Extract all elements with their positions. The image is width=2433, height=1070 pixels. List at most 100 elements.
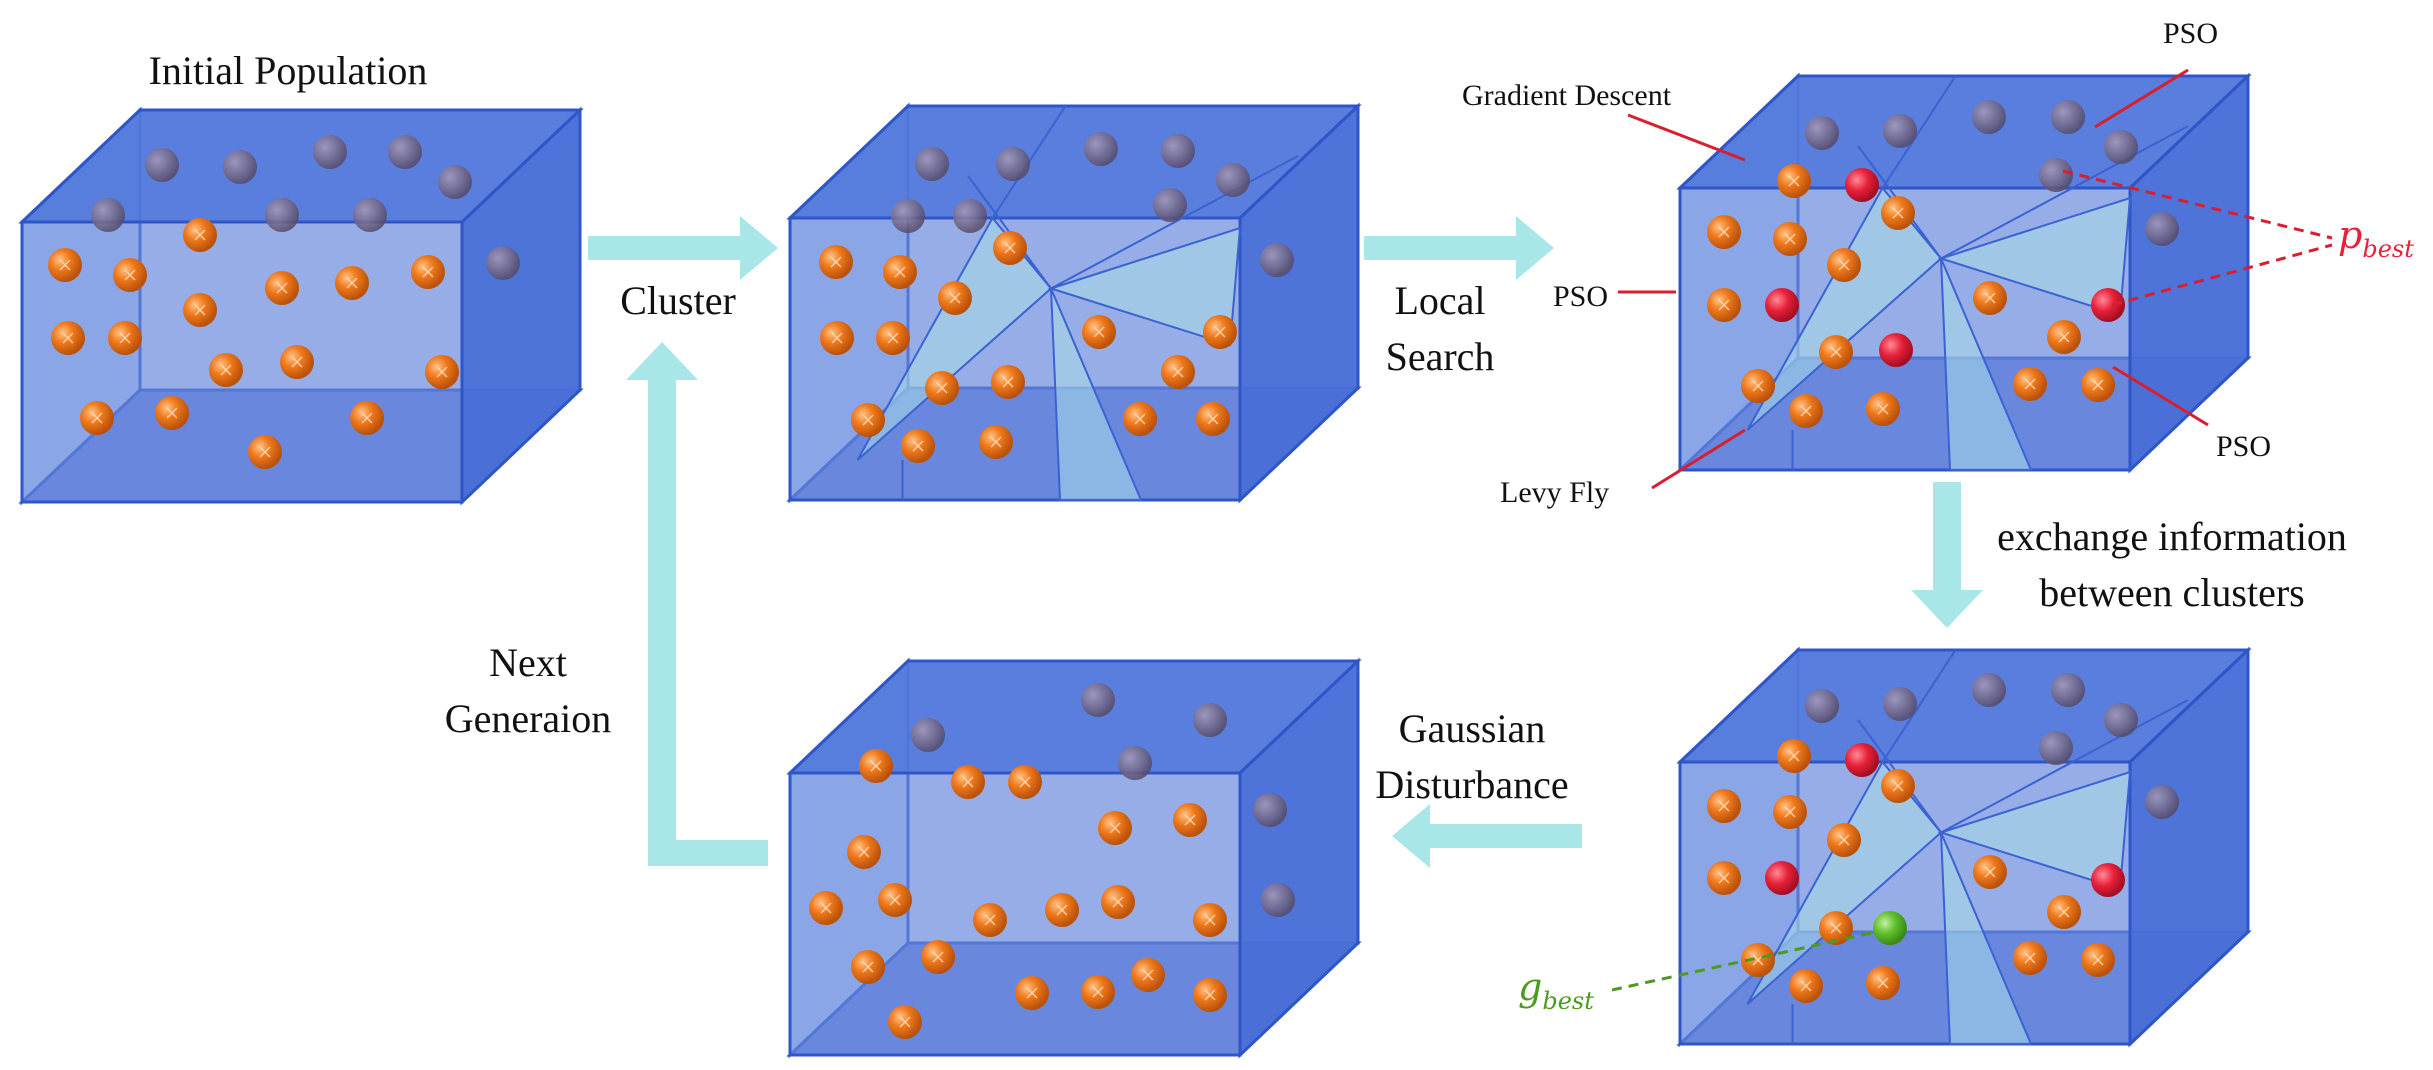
particle-clustered-21 [901,429,935,463]
particle-initial-14 [411,255,445,289]
exchange-info-label-line1: exchange information [1997,514,2347,559]
levy-fly-callout [1651,428,1746,490]
particle-clustered-23 [1123,402,1157,436]
particle-clustered-18 [925,371,959,405]
particle-next-22 [1131,958,1165,992]
particle-exchanged-15 [1873,911,1907,945]
particle-local-21 [1789,394,1823,428]
particle-initial-15 [51,321,85,355]
pso-bottom-callout [2112,365,2209,427]
particle-next-5 [859,749,893,783]
arrow-local-search [1364,216,1554,280]
gbest-label: gbest [1518,965,1594,1015]
particle-initial-20 [425,355,459,389]
particle-local-12 [1827,248,1861,282]
particle-clustered-1 [996,147,1030,181]
pso-left-label: PSO [1553,280,1608,313]
particle-local-18 [2091,288,2125,322]
particle-exchanged-22 [1866,966,1900,1000]
particle-local-16 [1819,335,1853,369]
gradient-descent-label: Gradient Descent [1462,79,1672,112]
particle-next-11 [847,835,881,869]
particle-exchanged-0 [1805,689,1839,723]
particle-clustered-19 [991,365,1025,399]
particle-clustered-13 [820,321,854,355]
particle-initial-13 [335,266,369,300]
particle-local-19 [2047,320,2081,354]
particle-next-23 [1193,978,1227,1012]
particle-exchanged-24 [2081,943,2115,977]
particle-initial-12 [265,271,299,305]
particle-clustered-4 [1216,163,1250,197]
next-generation-label-line2: Generaion [445,696,612,741]
particle-exchanged-23 [2013,941,2047,975]
particle-local-15 [1879,333,1913,367]
particle-initial-10 [113,258,147,292]
particle-next-18 [851,950,885,984]
particle-clustered-7 [1153,188,1187,222]
exchange-info-label-line2: between clusters [2039,570,2304,615]
cluster-partitions [856,105,1299,501]
particle-exchanged-1 [1883,687,1917,721]
pbest-label: pbest [2338,213,2414,263]
particle-next-7 [951,765,985,799]
particle-initial-2 [313,135,347,169]
particle-local-8 [1845,168,1879,202]
particle-initial-3 [388,135,422,169]
particle-local-6 [2039,158,2073,192]
particle-initial-17 [183,293,217,327]
particle-initial-0 [145,148,179,182]
particle-exchanged-14 [1765,861,1799,895]
particle-initial-22 [155,396,189,430]
particle-clustered-5 [891,199,925,233]
particle-local-0 [1805,116,1839,150]
arrow-exchange [1911,482,1983,628]
particle-next-2 [911,718,945,752]
particle-local-1 [1883,114,1917,148]
particle-initial-9 [48,248,82,282]
particle-exchanged-17 [1973,855,2007,889]
particle-initial-1 [223,150,257,184]
particle-initial-21 [80,401,114,435]
particle-exchanged-11 [1773,795,1807,829]
initial-population-label: Initial Population [149,48,428,93]
particle-clustered-3 [1161,134,1195,168]
particle-local-22 [1866,392,1900,426]
particle-local-7 [1777,164,1811,198]
particle-exchanged-13 [1707,861,1741,895]
particle-initial-23 [350,401,384,435]
particle-initial-24 [248,435,282,469]
particle-clustered-16 [1203,315,1237,349]
particle-next-12 [809,891,843,925]
particle-exchanged-4 [2104,703,2138,737]
particle-clustered-10 [883,255,917,289]
box-initial-population [18,106,584,506]
particle-local-23 [2013,367,2047,401]
box-clustered [786,102,1362,504]
particle-exchanged-2 [1972,673,2006,707]
particle-clustered-11 [993,231,1027,265]
gradient-descent-callout [1627,113,1746,162]
particle-exchanged-12 [1827,823,1861,857]
gaussian-disturbance-label-line1: Gaussian [1399,706,1546,751]
particle-next-19 [921,940,955,974]
next-generation-label-line1: Next [489,640,567,685]
particle-exchanged-18 [2091,863,2125,897]
particle-local-3 [2051,100,2085,134]
particle-local-11 [1773,222,1807,256]
particle-next-16 [1101,885,1135,919]
arrow-cluster [588,216,778,280]
particle-exchanged-3 [2051,673,2085,707]
pso-top-callout [2094,68,2189,129]
particle-next-0 [1081,683,1115,717]
particle-next-6 [1118,746,1152,780]
particle-exchanged-9 [1881,769,1915,803]
particle-next-24 [888,1005,922,1039]
particle-initial-19 [280,345,314,379]
particle-exchanged-8 [1845,743,1879,777]
particle-initial-6 [265,198,299,232]
particle-next-13 [878,883,912,917]
particle-exchanged-6 [2039,731,2073,765]
particle-local-5 [2145,212,2179,246]
pso-top-label: PSO [2163,17,2218,50]
